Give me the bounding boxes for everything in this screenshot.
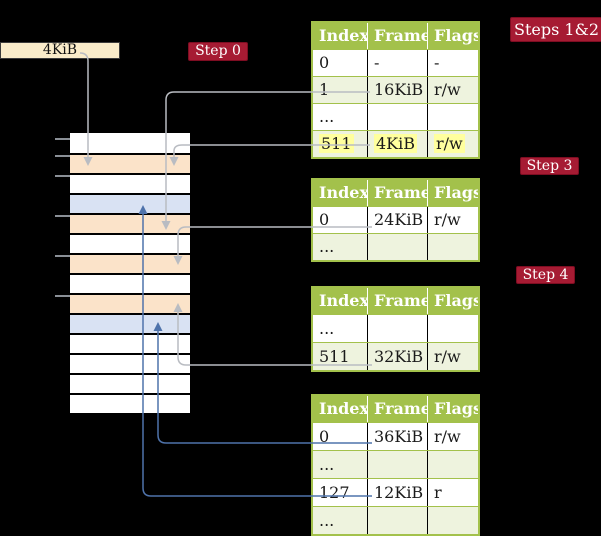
cell-frame bbox=[367, 507, 427, 534]
table-row: 511 4KiB r/w bbox=[313, 130, 478, 157]
cell-index: ... bbox=[319, 511, 335, 530]
cell-frame: 24KiB bbox=[367, 207, 427, 233]
cell-index: 511 bbox=[313, 131, 367, 157]
memory-frame-empty bbox=[70, 235, 190, 255]
cell-frame: 12KiB bbox=[367, 479, 427, 506]
cell-index: 0 bbox=[319, 53, 330, 72]
column-header-flags: Flags bbox=[427, 396, 478, 422]
cell-flags: r/w bbox=[427, 131, 478, 157]
memory-frame-empty bbox=[70, 133, 190, 155]
address-tick bbox=[55, 215, 70, 217]
address-tick bbox=[55, 155, 70, 157]
address-tick bbox=[55, 255, 70, 257]
cell-index: ... bbox=[319, 237, 335, 256]
memory-frame-page-table bbox=[70, 155, 190, 175]
memory-frame-data-page bbox=[70, 195, 190, 215]
column-header-frame: Frame bbox=[367, 180, 427, 206]
cell-flags bbox=[427, 507, 478, 534]
cell-index: 0 bbox=[319, 210, 330, 229]
column-header-index: Index bbox=[319, 399, 367, 418]
memory-frame-page-table bbox=[70, 255, 190, 275]
memory-frame-empty bbox=[70, 275, 190, 295]
address-tick bbox=[55, 175, 70, 177]
cell-index: 1 bbox=[319, 80, 330, 99]
cell-index: ... bbox=[319, 455, 335, 474]
column-header-frame: Frame bbox=[367, 396, 427, 422]
table-row: ... bbox=[313, 506, 478, 534]
table-row: 0 -- bbox=[313, 49, 478, 76]
memory-frame-empty bbox=[70, 335, 190, 355]
cell-frame: 32KiB bbox=[367, 343, 427, 370]
column-header-frame: Frame bbox=[367, 288, 427, 314]
table-row: ... bbox=[313, 314, 478, 342]
cell-flags: r/w bbox=[427, 343, 478, 370]
cell-index: ... bbox=[319, 107, 335, 126]
column-header-index: Index bbox=[319, 26, 367, 45]
address-tick bbox=[55, 138, 70, 140]
highlighted-value: 511 bbox=[319, 134, 354, 153]
cell-frame bbox=[367, 315, 427, 342]
root-pointer-box: 4KiB bbox=[0, 42, 120, 59]
cell-index: 127 bbox=[319, 483, 350, 502]
cell-flags: r bbox=[427, 479, 478, 506]
column-header-flags: Flags bbox=[427, 23, 478, 49]
column-header-index: Index bbox=[319, 291, 367, 310]
table-row: ... bbox=[313, 103, 478, 130]
memory-frame-empty bbox=[70, 395, 190, 415]
step-3-label: Step 3 bbox=[520, 157, 579, 175]
steps-1-2-label: Steps 1&2 bbox=[510, 17, 601, 42]
cell-frame: - bbox=[367, 50, 427, 76]
cell-flags: - bbox=[427, 50, 478, 76]
memory-frame-empty bbox=[70, 175, 190, 195]
memory-frame-empty bbox=[70, 375, 190, 395]
root-pointer-label: 4KiB bbox=[42, 42, 78, 58]
column-header-flags: Flags bbox=[427, 180, 478, 206]
step-4-label: Step 4 bbox=[516, 266, 575, 284]
cell-flags bbox=[427, 315, 478, 342]
table-row: ... bbox=[313, 233, 478, 260]
column-header-index: Index bbox=[319, 183, 367, 202]
highlighted-value: 4KiB bbox=[374, 134, 418, 153]
column-header-frame: Frame bbox=[367, 23, 427, 49]
cell-flags: r/w bbox=[427, 77, 478, 103]
memory-frame-page-table bbox=[70, 295, 190, 315]
cell-frame: 36KiB bbox=[367, 423, 427, 450]
memory-frame-data-page bbox=[70, 315, 190, 335]
highlighted-value: r/w bbox=[434, 134, 465, 153]
cell-flags bbox=[427, 234, 478, 260]
cell-index: 0 bbox=[319, 427, 330, 446]
cell-flags: r/w bbox=[427, 207, 478, 233]
step-0-label: Step 0 bbox=[188, 42, 248, 61]
cell-frame: 16KiB bbox=[367, 77, 427, 103]
address-tick bbox=[55, 295, 70, 297]
cell-frame bbox=[367, 104, 427, 130]
cell-index: ... bbox=[319, 319, 335, 338]
cell-flags bbox=[427, 451, 478, 478]
memory-frame-empty bbox=[70, 355, 190, 375]
table-row: ... bbox=[313, 450, 478, 478]
cell-frame bbox=[367, 234, 427, 260]
memory-frame-page-table bbox=[70, 215, 190, 235]
cell-frame: 4KiB bbox=[367, 131, 427, 157]
cell-frame bbox=[367, 451, 427, 478]
column-header-flags: Flags bbox=[427, 288, 478, 314]
cell-flags: r/w bbox=[427, 423, 478, 450]
cell-index: 511 bbox=[319, 347, 350, 366]
cell-flags bbox=[427, 104, 478, 130]
physical-memory-column bbox=[70, 133, 190, 415]
